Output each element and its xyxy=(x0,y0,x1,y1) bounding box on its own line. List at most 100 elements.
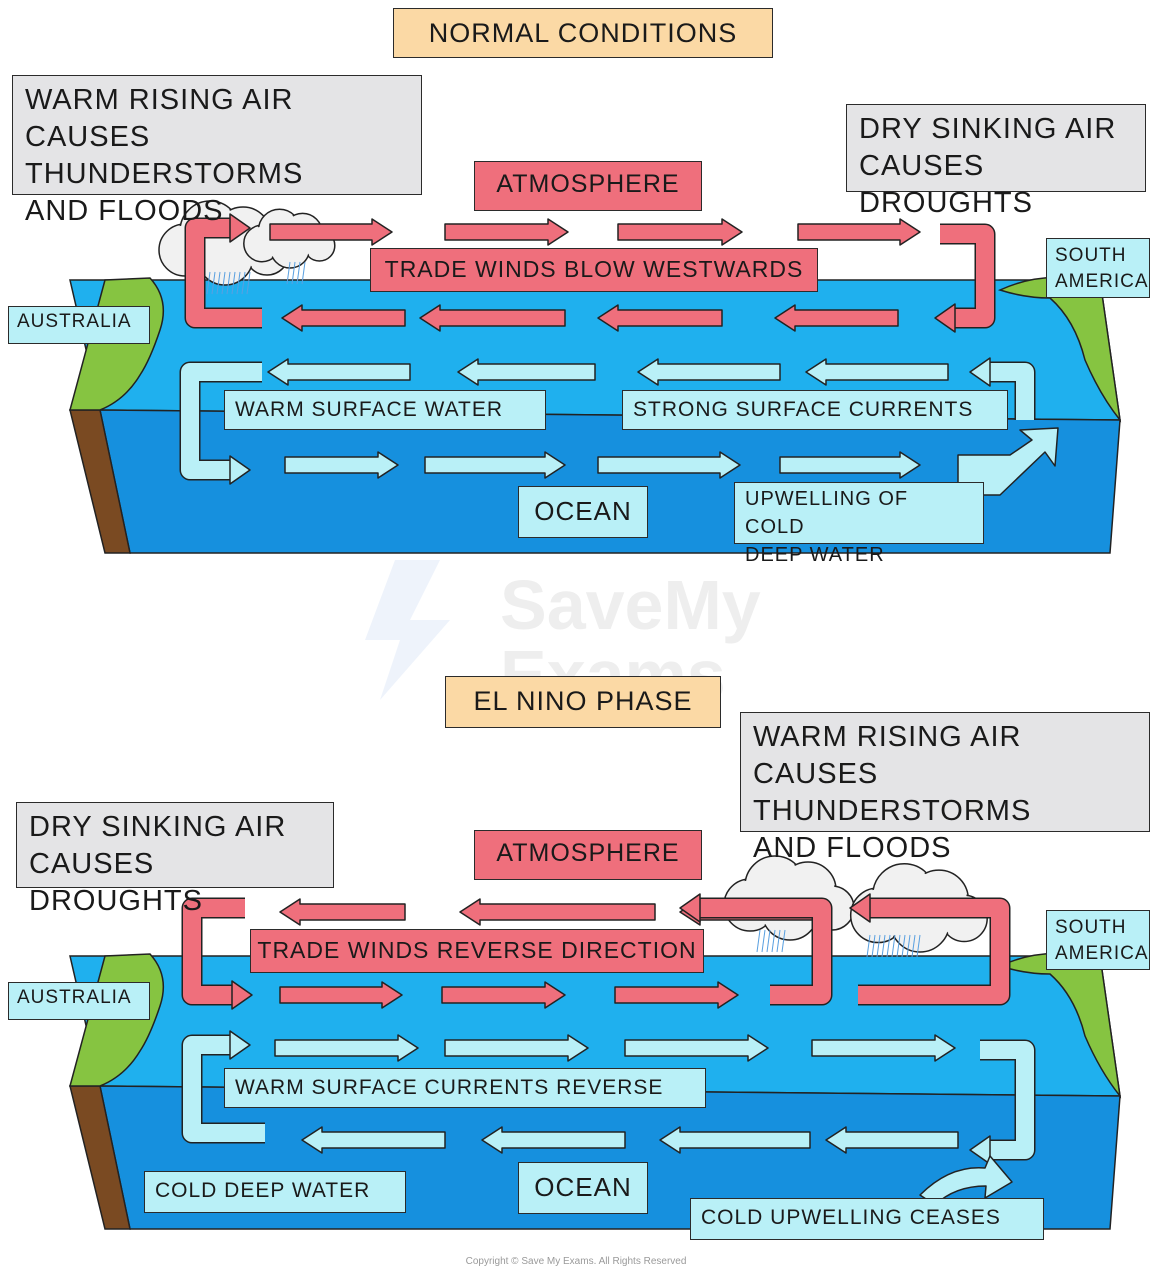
trade-winds-label: TRADE WINDS REVERSE DIRECTION xyxy=(250,929,704,973)
watermark-logo xyxy=(365,560,450,700)
water-arrow-east-0 xyxy=(274,1034,419,1062)
rain-streak xyxy=(231,271,236,295)
water-arrow-west-1 xyxy=(457,358,596,386)
water-loop-right-head xyxy=(969,357,991,387)
air-arrow-east-2 xyxy=(614,981,739,1009)
water-arrow-east-2 xyxy=(624,1034,769,1062)
water-loop-left xyxy=(183,1036,265,1142)
rain-streak xyxy=(756,929,761,953)
normal-conditions-title: NORMAL CONDITIONS xyxy=(393,8,773,58)
rain-streak xyxy=(886,934,891,958)
strong-surface-currents-label: STRONG SURFACE CURRENTS xyxy=(622,390,1008,430)
air-arrow-east-1 xyxy=(444,218,569,246)
warm-rising-air-note: WARM RISING AIR CAUSES THUNDERSTORMS AND… xyxy=(12,75,422,227)
rain-streak xyxy=(236,271,241,295)
australia-label: AUSTRALIA xyxy=(8,306,150,344)
water-arrow-west-1 xyxy=(481,1126,626,1154)
air-loop-left-head xyxy=(229,213,251,243)
air-arrow-west-1 xyxy=(419,304,566,332)
rain-streak xyxy=(211,271,216,295)
rain-streak xyxy=(221,271,226,295)
rain-streak xyxy=(866,934,871,958)
rain-streak xyxy=(766,929,771,953)
rain-streak xyxy=(761,929,766,953)
rain-streak xyxy=(226,271,231,295)
air-arrow-east-0 xyxy=(269,218,393,246)
rain-streak xyxy=(891,934,896,958)
water-loop-right-head xyxy=(969,1135,991,1165)
currents-reverse-label: WARM SURFACE CURRENTS REVERSE xyxy=(224,1068,706,1108)
normal-conditions-diagram xyxy=(69,200,1122,554)
rain-streak xyxy=(911,934,916,958)
upwelling-label: UPWELLING OF COLD DEEP WATER xyxy=(734,482,984,566)
air-arrow-west-0 xyxy=(281,304,406,332)
rain-streak xyxy=(296,261,301,285)
air-arrow-west-0 xyxy=(279,898,406,926)
rain-streak xyxy=(871,934,876,958)
air-loop-left-head xyxy=(231,980,253,1010)
el-nino-diagram xyxy=(69,855,1122,1230)
water-arrow-west-3 xyxy=(825,1126,959,1154)
cold-deep-water-label: COLD DEEP WATER xyxy=(144,1171,406,1213)
upwelling-ceased-arrow xyxy=(919,1155,1013,1206)
water-arrow-west-0 xyxy=(267,358,411,386)
water-arrow-west-3 xyxy=(805,358,949,386)
ocean-label: OCEAN xyxy=(518,1162,648,1214)
atmosphere-label: ATMOSPHERE xyxy=(474,161,702,211)
south-america-label: SOUTH AMERICA xyxy=(1046,910,1150,970)
water-arrow-east-1 xyxy=(424,451,566,479)
rain-streak xyxy=(246,271,251,295)
rain-streak xyxy=(291,261,296,285)
south-america-label: SOUTH AMERICA xyxy=(1046,238,1150,298)
rain-streak xyxy=(771,929,776,953)
australia-label: AUSTRALIA xyxy=(8,982,150,1020)
water-arrow-east-3 xyxy=(811,1034,956,1062)
trade-winds-label: TRADE WINDS BLOW WESTWARDS xyxy=(370,248,818,292)
rain-streak xyxy=(881,934,886,958)
copyright-text: Copyright © Save My Exams. All Rights Re… xyxy=(465,1256,687,1267)
warm-rising-air-note: WARM RISING AIR CAUSES THUNDERSTORMS AND… xyxy=(740,712,1150,864)
rain-streak xyxy=(776,929,781,953)
water-loop-left xyxy=(181,363,262,479)
water-loop-right xyxy=(990,363,1034,420)
air-arrow-east-0 xyxy=(279,981,403,1009)
atmosphere-label: ATMOSPHERE xyxy=(474,830,702,880)
dry-sinking-air-note: DRY SINKING AIR CAUSES DROUGHTS xyxy=(16,802,334,917)
rain-streak xyxy=(206,271,211,295)
air-loop-mid-head xyxy=(679,893,701,923)
rain-streak xyxy=(286,261,291,285)
water-arrow-east-1 xyxy=(444,1034,589,1062)
el-nino-title: EL NINO PHASE xyxy=(445,676,721,728)
ocean-label: OCEAN xyxy=(518,486,648,538)
air-loop-right xyxy=(940,225,994,327)
air-loop-left xyxy=(183,899,245,1004)
water-loop-left-head xyxy=(229,455,251,485)
air-arrow-west-3 xyxy=(774,304,899,332)
air-arrow-east-2 xyxy=(617,218,743,246)
air-loop-right-head xyxy=(849,893,871,923)
water-loop-left-head xyxy=(229,1030,251,1060)
air-loop-left xyxy=(186,219,262,327)
air-arrow-west-2 xyxy=(597,304,723,332)
water-arrow-west-2 xyxy=(637,358,781,386)
air-arrow-east-3 xyxy=(797,218,921,246)
rain-streak xyxy=(876,934,881,958)
air-arrow-east-1 xyxy=(441,981,566,1009)
rain-streak xyxy=(916,934,921,958)
air-loop-right-head xyxy=(934,303,956,333)
water-arrow-east-3 xyxy=(779,451,921,479)
rain-streak xyxy=(241,271,246,295)
dry-sinking-air-note: DRY SINKING AIR CAUSES DROUGHTS xyxy=(846,104,1146,219)
rain-streak xyxy=(301,261,306,285)
upwelling-ceases-label: COLD UPWELLING CEASES xyxy=(690,1198,1044,1240)
rain-streak xyxy=(896,934,901,958)
water-arrow-west-0 xyxy=(301,1126,446,1154)
water-loop-right xyxy=(980,1041,1034,1159)
rain-streak xyxy=(216,271,221,295)
air-loop-right xyxy=(858,899,1009,1004)
water-arrow-west-2 xyxy=(659,1126,811,1154)
rain-streak xyxy=(906,934,911,958)
air-loop-mid xyxy=(700,899,831,1004)
rain-streak xyxy=(781,929,786,953)
